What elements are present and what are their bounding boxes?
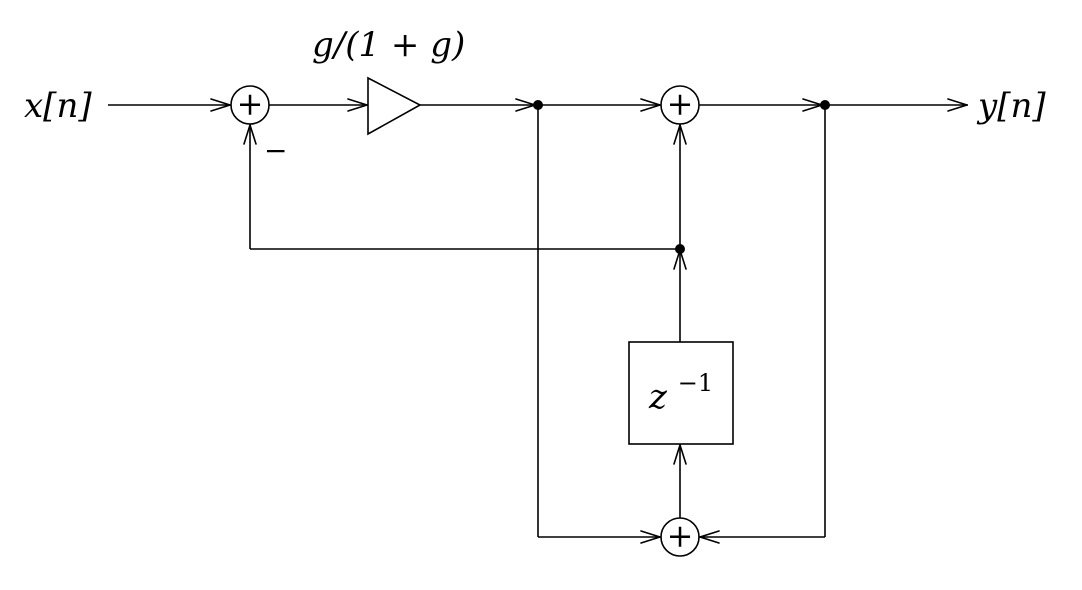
summing-node-plus: + bbox=[667, 85, 694, 123]
input-label: x[n] bbox=[24, 86, 92, 126]
delay-label-base: z bbox=[648, 377, 668, 417]
arrow-into-output bbox=[947, 98, 968, 112]
summing-node-plus: + bbox=[667, 517, 694, 555]
arrow-into-delay bbox=[673, 444, 687, 465]
delay-label-exponent: −1 bbox=[678, 369, 713, 397]
gain-triangle bbox=[367, 76, 422, 136]
arrow-feedback-into-sum1 bbox=[243, 124, 257, 145]
summing-node-circle bbox=[660, 85, 700, 125]
arrow-into-sum2 bbox=[640, 98, 661, 112]
summing-node-top: + bbox=[660, 85, 700, 125]
junction-dot-feedback bbox=[675, 244, 685, 254]
arrow-bottom-left-into-sum3 bbox=[640, 530, 661, 544]
delay-label: z −1 bbox=[648, 369, 713, 417]
arrow-into-sum1 bbox=[210, 98, 231, 112]
arrow-into-gain bbox=[347, 98, 368, 112]
output-label: y[n] bbox=[976, 86, 1046, 126]
summing-node-plus: + bbox=[237, 85, 264, 123]
gain-label: g/(1 + g) bbox=[312, 25, 465, 65]
summing-node-input: + bbox=[230, 85, 270, 125]
arrow-bottom-right-into-sum3 bbox=[699, 530, 720, 544]
summing-node-circle bbox=[660, 517, 700, 557]
summing-node-circle bbox=[230, 85, 270, 125]
feedback-minus-sign: − bbox=[264, 134, 287, 167]
junction-dot-output bbox=[820, 100, 830, 110]
summing-node-bottom: + bbox=[660, 517, 700, 557]
junction-dot-after-gain bbox=[533, 100, 543, 110]
arrow-into-sum2-from-below bbox=[673, 124, 687, 145]
delay-block bbox=[628, 341, 734, 445]
